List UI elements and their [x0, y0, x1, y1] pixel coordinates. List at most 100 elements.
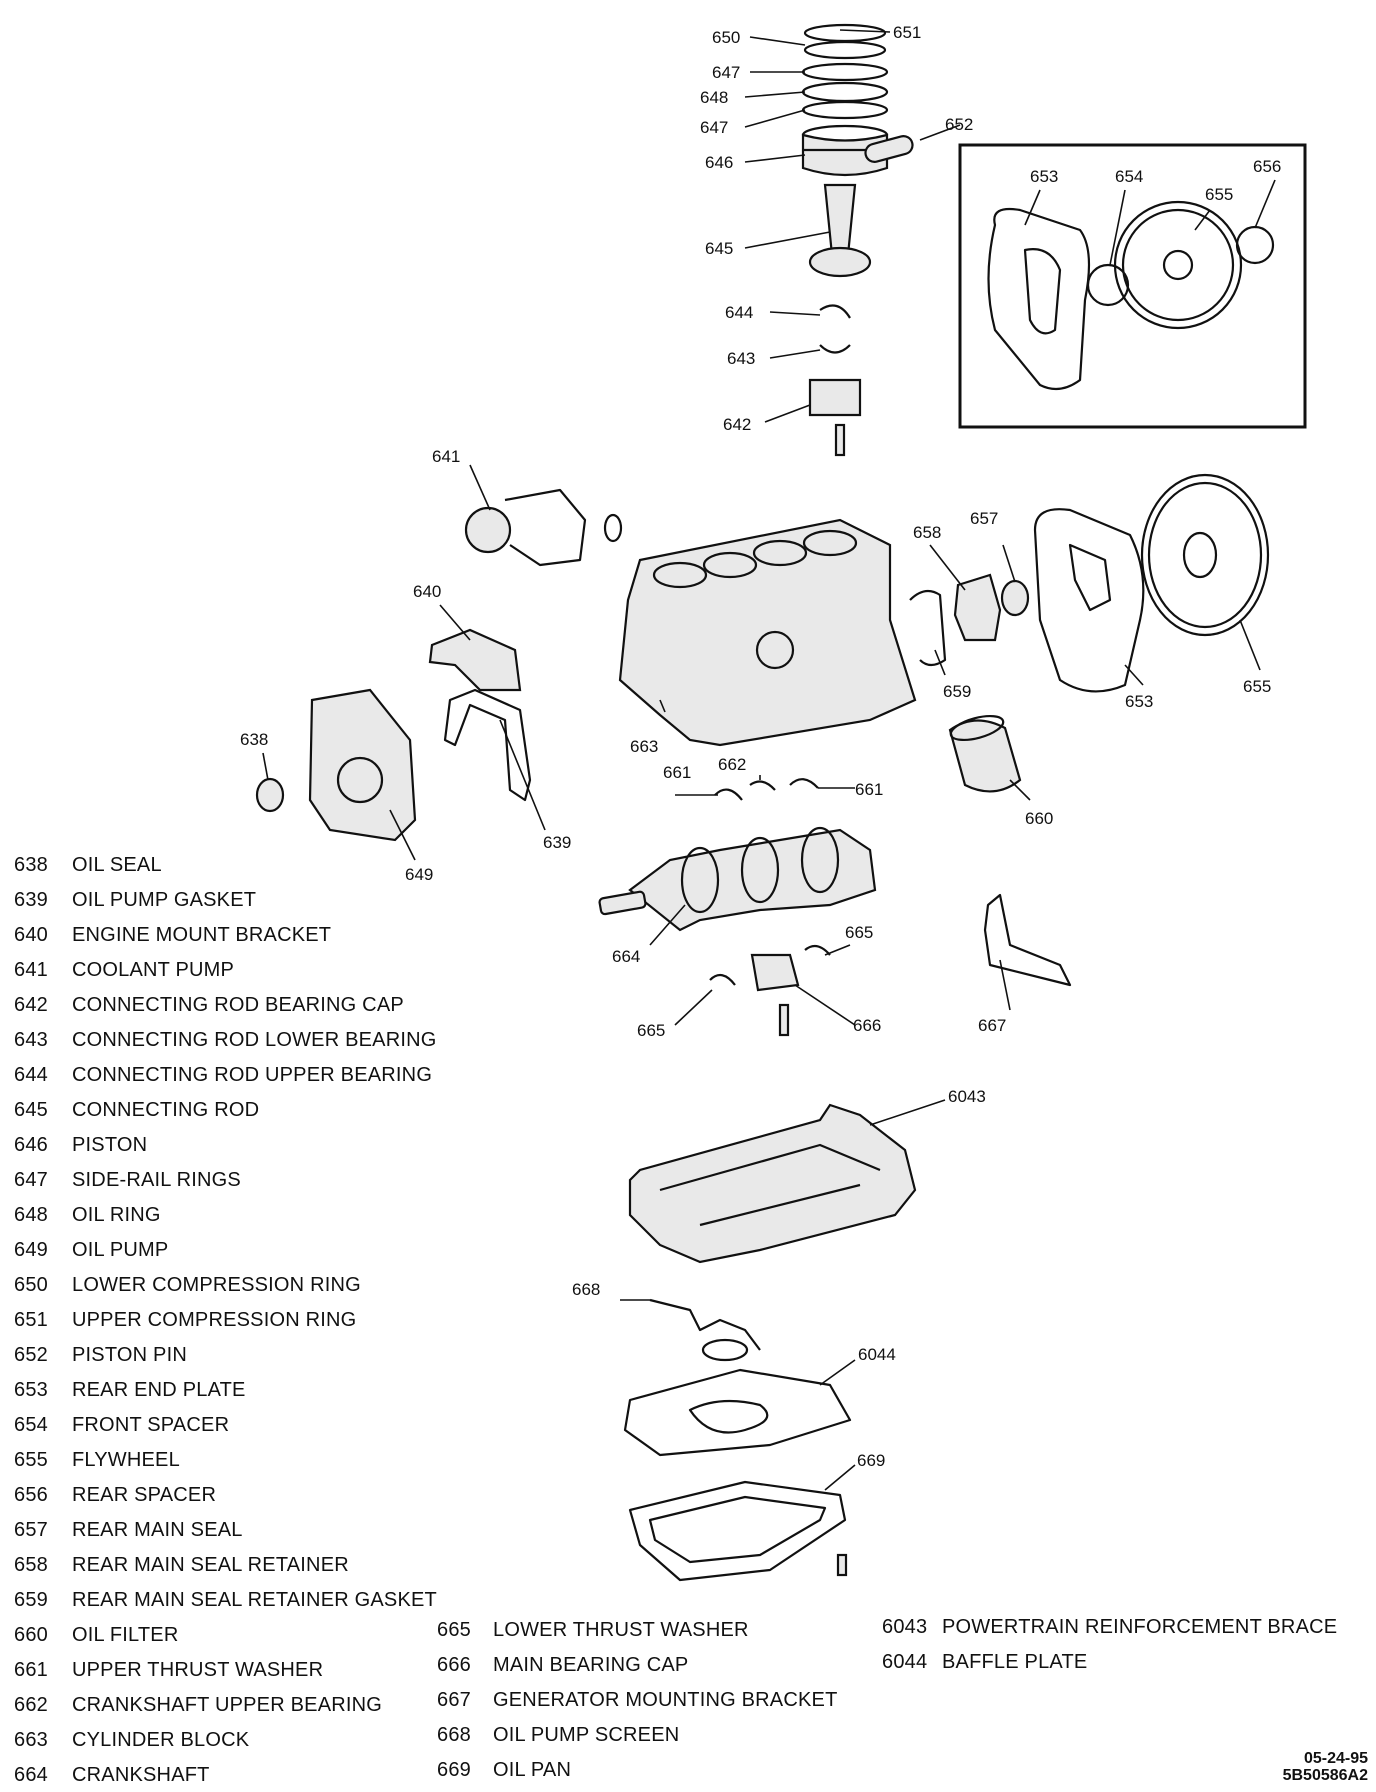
legend-label: SIDE-RAIL RINGS — [72, 1169, 241, 1191]
legend-label: OIL PUMP SCREEN — [493, 1724, 680, 1746]
legend-number: 657 — [14, 1519, 48, 1541]
rear-seal-retainer-gasket-part — [909, 589, 947, 667]
legend-item: 642 CONNECTING ROD BEARING CAP — [14, 993, 404, 1017]
legend-number: 666 — [437, 1654, 471, 1676]
callout-648: 648 — [700, 88, 728, 107]
legend-label: LOWER COMPRESSION RING — [72, 1274, 361, 1296]
callout-640: 640 — [413, 582, 441, 601]
oil-seal-part — [255, 777, 285, 813]
legend-label: REAR SPACER — [72, 1484, 217, 1506]
callout-646: 646 — [705, 153, 733, 172]
callout-665b: 665 — [637, 1021, 665, 1040]
oil-pump-part — [308, 688, 417, 842]
legend-item: 638 OIL SEAL — [14, 853, 162, 877]
callout-664: 664 — [612, 947, 640, 966]
legend-number: 654 — [14, 1414, 48, 1436]
flywheel-part — [1140, 473, 1270, 637]
legend-item: 640 ENGINE MOUNT BRACKET — [14, 923, 331, 947]
connecting-rod-part — [808, 183, 872, 278]
legend-label: CRANKSHAFT UPPER BEARING — [72, 1694, 383, 1716]
legend-label: GENERATOR MOUNTING BRACKET — [493, 1689, 838, 1711]
legend-number: 643 — [14, 1029, 48, 1051]
callout-658: 658 — [913, 523, 941, 542]
legend-label: FLYWHEEL — [72, 1449, 180, 1471]
callout-669: 669 — [857, 1451, 885, 1470]
thrust-washer-lower-b-part — [804, 944, 831, 956]
callout-661b: 661 — [855, 780, 883, 799]
legend-label: UPPER THRUST WASHER — [72, 1659, 324, 1681]
callout-665a: 665 — [845, 923, 873, 942]
legend-label: CYLINDER BLOCK — [72, 1729, 250, 1751]
legend-item: 662 CRANKSHAFT UPPER BEARING — [14, 1693, 382, 1717]
figure-stamp: 05-24-95 5B50586A2 — [1283, 1750, 1368, 1784]
legend-number: 653 — [14, 1379, 48, 1401]
legend-label: UPPER COMPRESSION RING — [72, 1309, 357, 1331]
legend-number: 663 — [14, 1729, 48, 1751]
callout-662: 662 — [718, 755, 746, 774]
legend-label: REAR MAIN SEAL RETAINER — [72, 1554, 349, 1576]
legend-number: 642 — [14, 994, 48, 1016]
rear-end-plate-part — [1033, 508, 1145, 693]
powertrain-brace-part — [628, 1103, 917, 1264]
legend-number: 646 — [14, 1134, 48, 1156]
thrust-washer-upper-a-part — [714, 788, 743, 801]
callout-655a: 655 — [1205, 185, 1233, 204]
callout-668: 668 — [572, 1280, 600, 1299]
rod-bearing-cap-part — [808, 378, 862, 417]
callout-656: 656 — [1253, 157, 1281, 176]
legend-label: CONNECTING ROD — [72, 1099, 260, 1121]
legend-label: OIL RING — [72, 1204, 161, 1226]
callout-653a: 653 — [1030, 167, 1058, 186]
inset-front-spacer-part — [1086, 263, 1130, 307]
legend-number: 6043 — [882, 1616, 928, 1638]
callout-653b: 653 — [1125, 692, 1153, 711]
callout-651: 651 — [893, 23, 921, 42]
oil-pan-part — [628, 1480, 848, 1582]
legend-number: 660 — [14, 1624, 48, 1646]
figure-date: 05-24-95 — [1303, 1750, 1368, 1767]
legend-label: OIL FILTER — [72, 1624, 179, 1646]
legend-number: 665 — [437, 1619, 471, 1641]
legend-number: 651 — [14, 1309, 48, 1331]
legend-number: 639 — [14, 889, 48, 911]
coolant-pump-part — [464, 488, 623, 567]
rod-lower-bearing-part — [819, 344, 851, 354]
engine-mount-bracket-part — [428, 628, 522, 692]
oil-pump-gasket-part — [443, 688, 532, 802]
legend-label: REAR END PLATE — [72, 1379, 246, 1401]
callout-638: 638 — [240, 730, 268, 749]
callout-666: 666 — [853, 1016, 881, 1035]
legend-label: CONNECTING ROD BEARING CAP — [72, 994, 404, 1016]
legend-label: OIL PUMP — [72, 1239, 169, 1261]
legend-label: ENGINE MOUNT BRACKET — [72, 924, 332, 946]
legend-number: 662 — [14, 1694, 48, 1716]
legend-label: REAR MAIN SEAL RETAINER GASKET — [72, 1589, 437, 1611]
piston-ring-stack — [801, 23, 889, 120]
figure-code: 5B50586A2 — [1282, 1767, 1368, 1784]
legend-number: 664 — [14, 1764, 48, 1786]
legend-item: 663 CYLINDER BLOCK — [14, 1728, 249, 1752]
callout-667: 667 — [978, 1016, 1006, 1035]
callout-labels: 650 651 647 648 647 646 652 645 644 643 … — [240, 23, 1281, 1470]
legend-label: CONNECTING ROD UPPER BEARING — [72, 1064, 433, 1086]
legend-number: 638 — [14, 854, 48, 876]
callout-649: 649 — [405, 865, 433, 884]
legend-number: 640 — [14, 924, 48, 946]
legend-label: OIL SEAL — [72, 854, 162, 876]
